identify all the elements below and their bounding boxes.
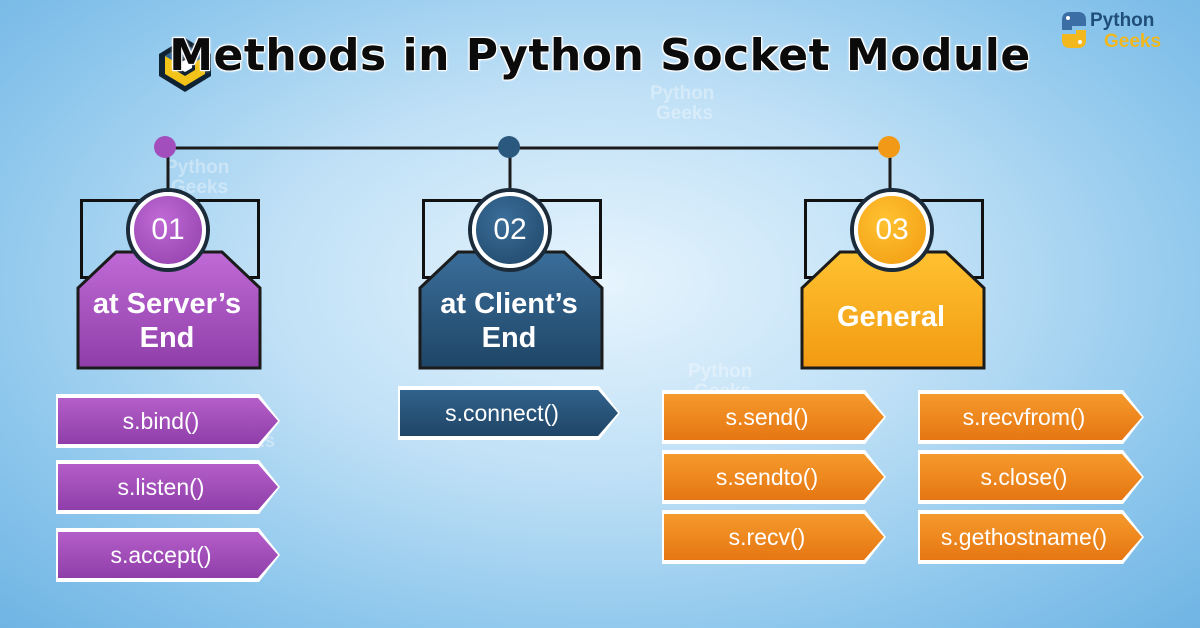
timeline-dot-3 bbox=[878, 136, 900, 158]
brand-line1: Python bbox=[1090, 10, 1155, 31]
watermark-line1: Python bbox=[165, 157, 230, 178]
watermark-line2: Geeks bbox=[171, 177, 229, 198]
method-accept: s.accept() bbox=[58, 532, 278, 578]
category-label-1: at Server’s End bbox=[72, 287, 262, 355]
page-title: Methods in Python Socket Module bbox=[169, 30, 1031, 81]
method-connect: s.connect() bbox=[400, 390, 618, 436]
category-badge-2: 02 bbox=[472, 192, 548, 268]
method-item: s.connect() bbox=[400, 388, 618, 438]
category-badge-1: 01 bbox=[130, 192, 206, 268]
method-item: s.send() bbox=[664, 392, 884, 442]
watermark-1: Python Geeks bbox=[650, 84, 714, 124]
socket-module-icon bbox=[159, 38, 211, 92]
method-sendto: s.sendto() bbox=[664, 454, 884, 500]
category-badge-3: 03 bbox=[854, 192, 930, 268]
method-send: s.send() bbox=[664, 394, 884, 440]
method-item: s.close() bbox=[920, 452, 1142, 502]
method-item: s.sendto() bbox=[664, 452, 884, 502]
watermark-line1: Python bbox=[688, 361, 753, 382]
category-label-line1: at Client’s bbox=[440, 288, 578, 320]
brand-name: Python Geeks bbox=[1090, 10, 1161, 52]
category-label-line2: End bbox=[481, 322, 537, 354]
category-label-line1: at Server’s bbox=[92, 288, 242, 320]
watermark-line2: Geeks bbox=[656, 103, 714, 124]
category-label-2: at Client’s End bbox=[414, 287, 604, 355]
method-listen: s.listen() bbox=[58, 464, 278, 510]
timeline-dot-2 bbox=[498, 136, 520, 158]
watermark-line1: Python bbox=[650, 83, 715, 104]
method-item: s.accept() bbox=[58, 530, 278, 580]
method-gethostname: s.gethostname() bbox=[920, 514, 1142, 560]
method-item: s.recvfrom() bbox=[920, 392, 1142, 442]
category-number-1: 01 bbox=[151, 213, 185, 246]
watermark-2: Python Geeks bbox=[165, 158, 229, 198]
method-recvfrom: s.recvfrom() bbox=[920, 394, 1142, 440]
category-shape-1 bbox=[76, 250, 262, 370]
category-label-line1: General bbox=[837, 301, 945, 333]
method-recv: s.recv() bbox=[664, 514, 884, 560]
timeline-dot-1 bbox=[154, 136, 176, 158]
category-label-3: General bbox=[796, 300, 986, 334]
method-bind: s.bind() bbox=[58, 398, 278, 444]
category-label-line2: End bbox=[139, 322, 195, 354]
category-shape-3 bbox=[800, 250, 986, 370]
category-number-2: 02 bbox=[493, 213, 527, 246]
method-item: s.bind() bbox=[58, 396, 278, 446]
method-item: s.gethostname() bbox=[920, 512, 1142, 562]
python-geeks-logo-icon bbox=[1062, 12, 1086, 48]
method-item: s.recv() bbox=[664, 512, 884, 562]
method-item: s.listen() bbox=[58, 462, 278, 512]
brand-line2: Geeks bbox=[1104, 31, 1162, 52]
category-shape-2 bbox=[418, 250, 604, 370]
category-number-3: 03 bbox=[875, 213, 909, 246]
method-close: s.close() bbox=[920, 454, 1142, 500]
